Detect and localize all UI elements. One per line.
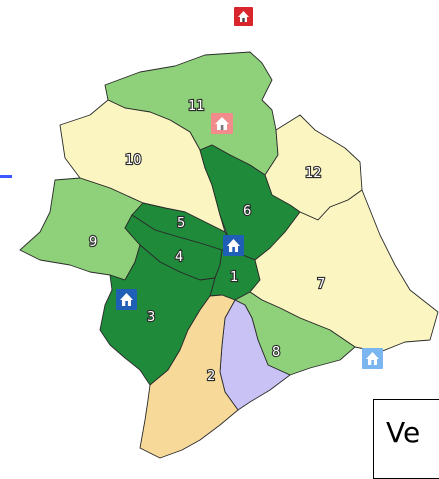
district-7[interactable] [249, 189, 439, 353]
edge-marker [0, 175, 12, 178]
district-label-11: 11 [188, 99, 205, 114]
district-label-1: 1 [230, 270, 238, 285]
district-label-9: 9 [89, 235, 97, 250]
district-label-10: 10 [125, 153, 142, 168]
district-2[interactable] [139, 294, 239, 459]
house-icon[interactable] [116, 289, 137, 310]
district-map: 11 10 12 6 5 9 4 1 7 3 8 2 [19, 7, 439, 459]
house-icon[interactable] [362, 348, 383, 369]
district-label-4: 4 [175, 250, 183, 265]
district-label-5: 5 [177, 216, 185, 231]
legend-box: Ve [373, 399, 439, 479]
house-icon[interactable] [211, 113, 233, 134]
district-label-12: 12 [305, 166, 322, 181]
house-icon[interactable] [234, 7, 253, 26]
district-label-3: 3 [147, 310, 155, 325]
district-label-8: 8 [272, 345, 280, 360]
district-label-6: 6 [243, 204, 251, 219]
district-label-2: 2 [207, 369, 215, 384]
legend-text: Ve [386, 416, 421, 449]
district-label-7: 7 [317, 277, 325, 292]
house-icon[interactable] [223, 235, 244, 256]
